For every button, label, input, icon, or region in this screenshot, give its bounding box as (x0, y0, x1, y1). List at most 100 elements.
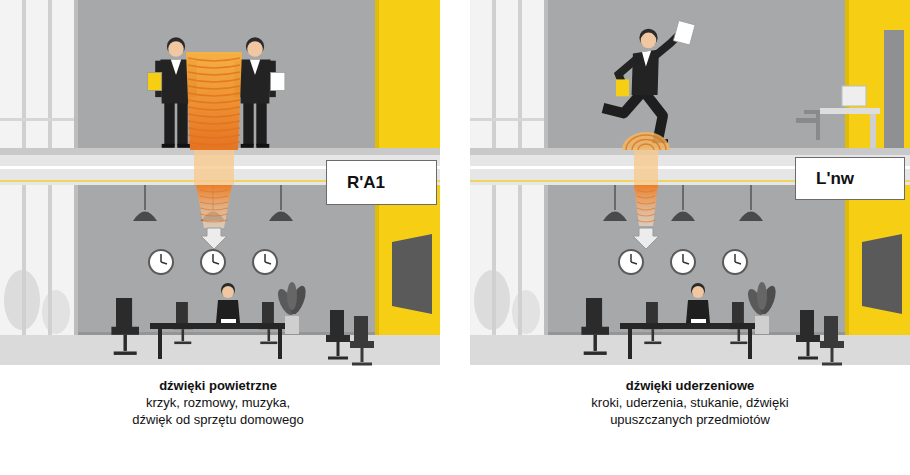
yellow-wall (375, 0, 440, 150)
shoe (241, 144, 254, 148)
leg (243, 101, 253, 145)
label-box: R'A1 (326, 160, 437, 205)
chair-stem (337, 342, 340, 356)
chair-seat (111, 327, 139, 335)
running-person (603, 21, 695, 144)
office-chair (259, 302, 279, 343)
window-frame (518, 0, 522, 150)
wave-line (637, 214, 655, 216)
sound-transmission (634, 150, 658, 185)
office-chair (326, 310, 350, 358)
chair-back (824, 316, 838, 344)
monitor (842, 86, 866, 106)
wave-line (188, 79, 240, 82)
chair-back (586, 298, 602, 330)
clock-hands (683, 254, 689, 264)
window-frame (492, 0, 496, 150)
chair-back (646, 302, 658, 326)
wave-line (637, 208, 655, 210)
table-leg (628, 329, 632, 359)
clock-hands (265, 254, 271, 264)
yellow-wall (845, 185, 910, 335)
chair-base (822, 363, 842, 366)
shoe (162, 144, 175, 148)
wall-edge (845, 185, 849, 335)
sound-transmission (194, 150, 234, 185)
chair-stem (182, 329, 185, 341)
quantity-symbol: L'nw (816, 169, 854, 189)
chair-base (798, 357, 818, 360)
clock-hands (631, 254, 637, 264)
clock-hands (161, 254, 167, 264)
wave-line (637, 202, 655, 204)
wall-clock (619, 250, 643, 274)
back-wall (548, 0, 845, 150)
head (222, 286, 234, 298)
back-wall (78, 0, 375, 150)
wall-edge (544, 185, 548, 335)
floor (470, 335, 910, 365)
wave-line (188, 93, 240, 96)
chair-stem (738, 329, 741, 341)
seated-person (686, 300, 710, 323)
chair-stem (807, 342, 810, 356)
wave-line (188, 128, 240, 131)
yellow-wall (375, 185, 440, 335)
wave-line (188, 100, 240, 103)
folder (616, 79, 629, 96)
chair-seat (350, 341, 374, 348)
chair-base (174, 342, 191, 345)
table (150, 323, 290, 329)
office-chair (173, 302, 193, 343)
wave-line (200, 190, 228, 192)
shirt (642, 51, 651, 67)
wall-edge (74, 0, 78, 150)
wave-line (188, 65, 240, 68)
head (692, 286, 704, 298)
floor-surface (470, 148, 910, 155)
clock-hands (735, 254, 741, 264)
window (0, 0, 78, 150)
wave-line (632, 140, 660, 151)
chair-base (644, 342, 661, 345)
hair (691, 283, 705, 297)
wall-clock (253, 250, 277, 274)
document (147, 72, 161, 90)
wave-line (200, 208, 228, 210)
chair-stem (593, 335, 596, 351)
lamp-cord (682, 185, 684, 210)
down-arrow (201, 228, 227, 249)
wave-line (188, 58, 240, 61)
leg (256, 101, 266, 145)
window-frame (492, 185, 496, 335)
down-arrow (633, 228, 659, 249)
office-chair (643, 302, 663, 343)
label-box: L'nw (795, 157, 905, 200)
quantity-symbol: R'A1 (347, 173, 385, 193)
document (673, 21, 695, 45)
office-chair (796, 310, 820, 358)
lamp-cord (144, 185, 146, 210)
window-frame (518, 185, 522, 335)
suit-jacket (239, 59, 270, 103)
table-leg (158, 329, 162, 359)
tv-screen (392, 234, 432, 314)
chair-seat (820, 341, 844, 348)
pendant-lamp (671, 212, 695, 222)
tv-screen (862, 234, 902, 314)
wave-line (188, 121, 240, 124)
chair-stem (123, 335, 126, 351)
chair-base (584, 351, 607, 354)
wave-line (188, 135, 240, 138)
suit-jacket (632, 50, 659, 96)
wave-line (200, 214, 228, 216)
window-frame (22, 185, 26, 335)
sound-wave (196, 185, 232, 228)
shirt (171, 59, 181, 75)
lamp-cord (614, 185, 616, 210)
chair-base (730, 342, 747, 345)
chair-back (732, 302, 744, 326)
window-frame (48, 0, 52, 150)
chair-seat (581, 327, 609, 335)
